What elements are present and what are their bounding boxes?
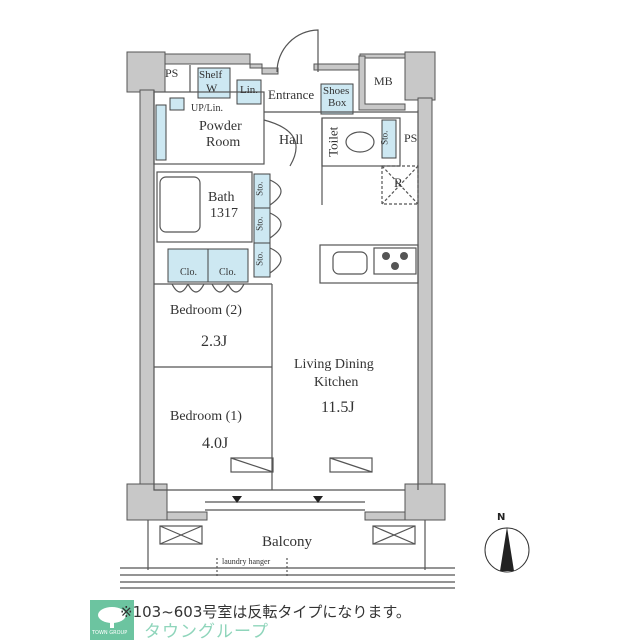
shoes-box xyxy=(320,83,354,115)
label-sto-1: Sto. xyxy=(254,181,265,196)
compass-north-label: N xyxy=(497,512,506,523)
label-room: Room xyxy=(206,135,241,150)
label-shoes: Shoes xyxy=(323,85,350,97)
column-top-left xyxy=(126,51,166,93)
label-clo-2: Clo. xyxy=(219,267,236,278)
powder-shelf xyxy=(155,104,167,161)
label-mb: MB xyxy=(374,74,393,88)
label-hall: Hall xyxy=(279,133,304,148)
toilet-storage xyxy=(381,119,397,159)
label-ps-right: PS xyxy=(404,131,418,145)
label-ldk-size: 11.5J xyxy=(321,399,355,416)
label-sto-3: Sto. xyxy=(254,251,265,266)
label-sto-2: Sto. xyxy=(254,216,265,231)
label-sto-toilet: Sto. xyxy=(379,130,390,145)
label-up-lin: UP/Lin. xyxy=(191,103,223,114)
label-balcony: Balcony xyxy=(262,534,312,550)
label-entrance: Entrance xyxy=(268,87,315,102)
label-powder: Powder xyxy=(199,119,242,134)
wall-left xyxy=(139,89,155,491)
clo-2 xyxy=(207,248,249,283)
logo-text: タウングループ xyxy=(144,622,269,642)
label-shelf-w: W xyxy=(206,81,218,95)
shelf-w xyxy=(197,67,231,99)
label-shelf: Shelf xyxy=(199,69,223,81)
town-group-logo xyxy=(90,600,134,640)
label-ps-left: PS xyxy=(165,66,179,80)
label-clo-1: Clo. xyxy=(180,267,197,278)
clo-1 xyxy=(167,248,209,283)
label-laundry-hanger: laundry hanger xyxy=(222,557,271,566)
wall-right xyxy=(417,97,433,489)
column-top-right xyxy=(404,51,436,101)
label-bath: Bath xyxy=(208,190,235,205)
label-bedroom1: Bedroom (1) xyxy=(170,409,242,424)
label-bedroom1-size: 4.0J xyxy=(202,435,229,452)
label-refrigerator: R xyxy=(394,175,403,190)
logo-small-text: TOWN GROUP xyxy=(92,630,128,636)
tree-icon xyxy=(98,607,126,628)
reversal-note: ※103~603号室は反転タイプになります。 xyxy=(120,603,411,621)
sto-3 xyxy=(253,242,271,278)
label-linen: Lin. xyxy=(240,84,259,96)
label-bedroom2: Bedroom (2) xyxy=(170,303,242,318)
label-ldk-2: Kitchen xyxy=(314,375,359,390)
up-lin-box xyxy=(169,97,185,111)
compass-icon xyxy=(484,527,530,573)
label-box: Box xyxy=(328,97,347,109)
column-bottom-right xyxy=(404,483,446,521)
label-bath-size: 1317 xyxy=(210,206,238,221)
label-toilet: Toilet xyxy=(325,126,341,157)
label-bedroom2-size: 2.3J xyxy=(201,333,228,350)
label-ldk-1: Living Dining xyxy=(294,357,374,372)
